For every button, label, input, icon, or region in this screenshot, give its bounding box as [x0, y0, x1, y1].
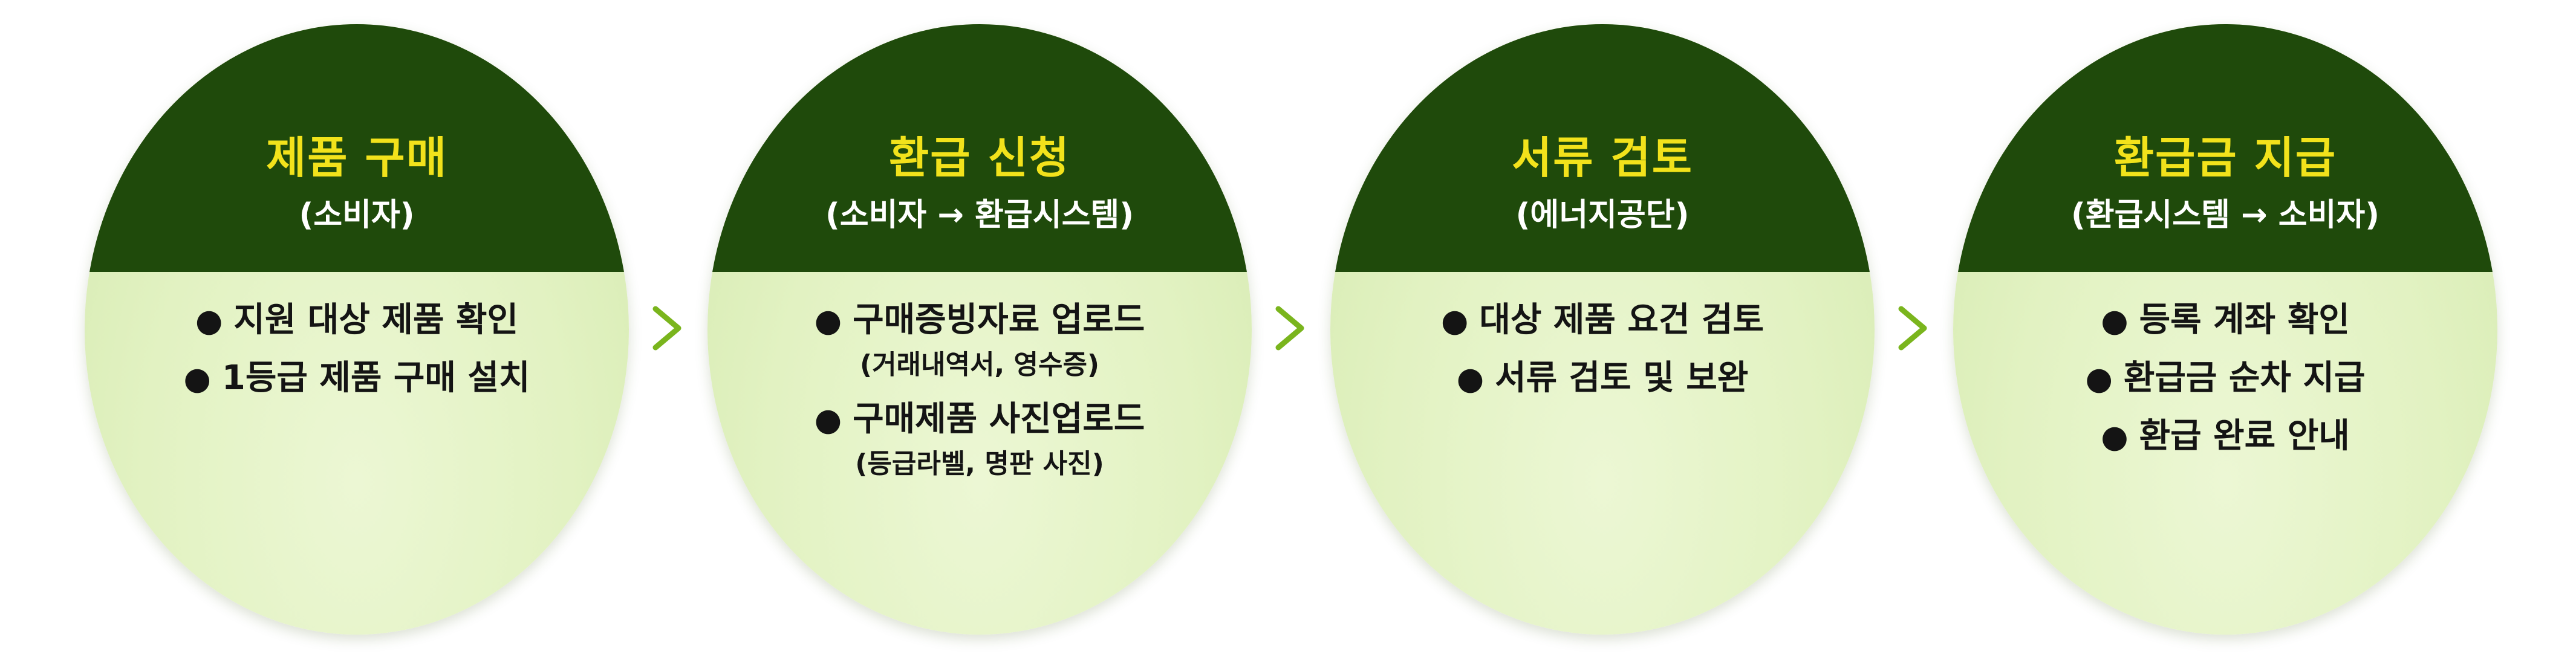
step-header [707, 24, 1252, 272]
step-header [85, 24, 629, 272]
step-item: 환급 완료 안내 [1953, 419, 2497, 453]
step-item: 1등급 제품 구매 설치 [85, 361, 629, 395]
step-title: 환급금 지급 [2113, 132, 2337, 183]
step-item-list: 등록 계좌 확인 환급금 순차 지급 환급 완료 안내 [1953, 303, 2497, 477]
step-actor: (소비자) [299, 197, 415, 233]
step-actor: (에너지공단) [1515, 197, 1690, 233]
step-item: 지원 대상 제품 확인 [85, 303, 629, 337]
step-item: 환급금 순차 지급 [1953, 361, 2497, 395]
chevron-right-icon [651, 305, 683, 351]
step-refund-payment: 환급금 지급 (환급시스템 → 소비자) 등록 계좌 확인 환급금 순차 지급 … [1953, 24, 2497, 635]
step-item: 구매증빙자료 업로드 [707, 303, 1252, 337]
step-product-purchase: 제품 구매 (소비자) 지원 대상 제품 확인 1등급 제품 구매 설치 [85, 24, 629, 635]
step-actor: (환급시스템 → 소비자) [2070, 197, 2380, 233]
step-header [1330, 24, 1875, 272]
step-title: 서류 검토 [1511, 132, 1694, 183]
step-title: 환급 신청 [888, 132, 1071, 183]
step-item: 대상 제품 요건 검토 [1330, 303, 1875, 337]
step-item-note: (등급라벨, 명판 사진) [855, 448, 1104, 479]
step-item: 구매제품 사진업로드 [707, 403, 1252, 436]
step-item-list: 지원 대상 제품 확인 1등급 제품 구매 설치 [85, 303, 629, 419]
chevron-right-icon [1896, 305, 1929, 351]
step-document-review: 서류 검토 (에너지공단) 대상 제품 요건 검토 서류 검토 및 보완 [1330, 24, 1875, 635]
step-item-note: (거래내역서, 영수증) [859, 349, 1100, 380]
step-item: 등록 계좌 확인 [1953, 303, 2497, 337]
step-refund-application: 환급 신청 (소비자 → 환급시스템) 구매증빙자료 업로드 (거래내역서, 영… [707, 24, 1252, 635]
step-item-list: 대상 제품 요건 검토 서류 검토 및 보완 [1330, 303, 1875, 419]
chevron-right-icon [1273, 305, 1306, 351]
step-item: 서류 검토 및 보완 [1330, 361, 1875, 395]
step-title: 제품 구매 [265, 132, 448, 183]
step-header [1953, 24, 2497, 272]
step-actor: (소비자 → 환급시스템) [825, 197, 1134, 233]
step-item-list: 구매증빙자료 업로드 (거래내역서, 영수증) 구매제품 사진업로드 (등급라벨… [707, 303, 1252, 502]
